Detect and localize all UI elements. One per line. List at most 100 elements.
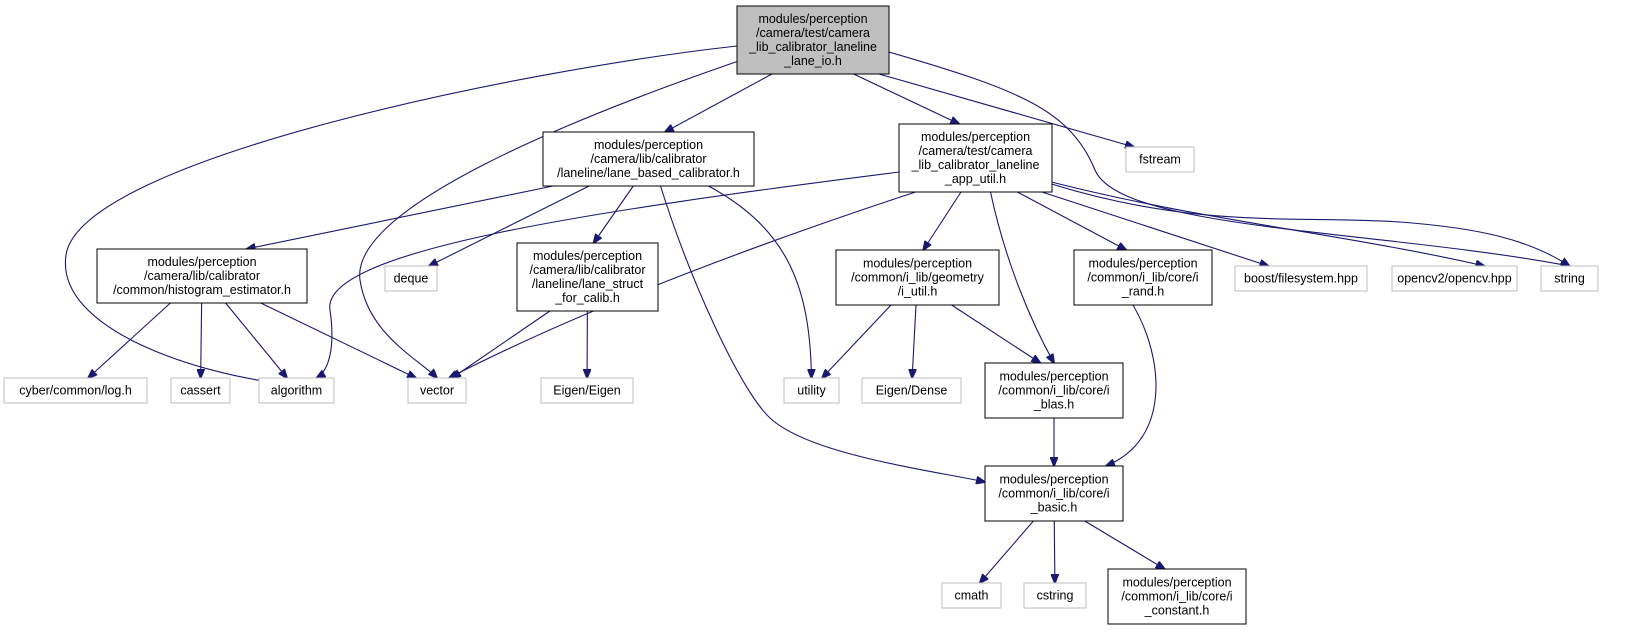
node-eigen: Eigen/Eigen [540,377,634,404]
node-label-line: _for_calib.h [554,291,620,305]
edge-i-util-to-i-blas [951,304,1041,363]
node-box [258,377,335,404]
edge-lane-struct-to-vector [452,310,551,378]
edge-root-to-vector [359,45,784,378]
node-label-line: modules/perception [1122,576,1231,590]
node-box [384,265,438,292]
node-label-line: opencv2/opencv.hpp [1397,272,1511,286]
edge-root-to-app-util [853,73,960,124]
node-i-util[interactable]: modules/perception/common/i_lib/geometry… [835,249,1000,306]
edge-histogram-estimator-to-vector [260,302,416,378]
node-lane-based-calibrator[interactable]: modules/perception/camera/lib/calibrator… [542,131,755,187]
node-label-line: utility [797,384,826,398]
node-box [984,362,1124,419]
node-label-line: cstring [1037,589,1074,603]
node-label-line: cyber/common/log.h [19,384,132,398]
edge-i-basic-to-cmath [980,520,1034,583]
edges-layer [65,45,1570,583]
node-label-line: modules/perception [758,12,867,26]
node-label-line: modules/perception [533,249,642,263]
node-label-line: Eigen/Dense [876,384,948,398]
node-cstring: cstring [1023,582,1087,609]
node-label-line: /camera/lib/calibrator [590,152,706,166]
node-string: string [1540,265,1599,292]
node-label-line: modules/perception [594,138,703,152]
node-histogram-estimator[interactable]: modules/perception/camera/lib/calibrator… [96,248,308,304]
node-label-line: /laneline/lane_based_calibrator.h [557,166,740,180]
node-label-line: _blas.h [1033,398,1074,412]
node-box [1023,582,1087,609]
node-label-line: modules/perception [999,473,1108,487]
node-label-line: modules/perception [1088,257,1197,271]
node-label-line: _lane_io.h [783,54,842,68]
node-label-line: cmath [954,589,988,603]
node-box [516,242,659,312]
node-eigen-dense: Eigen/Dense [861,377,962,404]
node-fstream: fstream [1125,146,1195,173]
edge-i-util-to-utility [822,304,892,378]
node-box [783,377,840,404]
edge-i-basic-to-cstring [1054,520,1055,583]
edge-histogram-estimator-to-log [88,302,171,378]
node-box [736,5,890,75]
node-label-line: cassert [180,384,221,398]
node-label-line: string [1554,272,1585,286]
edge-i-util-to-eigen-dense [912,304,916,378]
node-label-line: /common/i_lib/core/i [998,384,1109,398]
node-i-rand[interactable]: modules/perception/common/i_lib/core/i_r… [1073,249,1213,306]
node-box [1107,568,1247,625]
edge-i-rand-to-i-basic [1106,304,1157,466]
node-label-line: /common/i_lib/core/i [1087,271,1198,285]
node-box [898,123,1053,193]
node-label-line: modules/perception [921,130,1030,144]
node-box [1234,265,1368,292]
node-label-line: deque [394,272,429,286]
edge-app-util-to-opencv [1051,181,1485,266]
node-box [1391,265,1518,292]
node-label-line: vector [420,384,454,398]
edge-histogram-estimator-to-algorithm [225,302,287,378]
node-box [540,377,634,404]
node-label-line: /common/histogram_estimator.h [113,283,291,297]
node-label-line: boost/filesystem.hpp [1244,272,1358,286]
node-label-line: _constant.h [1144,604,1210,618]
edge-root-to-fstream [878,73,1134,147]
node-label-line: /laneline/lane_struct [532,277,644,291]
node-label-line: /camera/test/camera [756,26,870,40]
node-log: cyber/common/log.h [3,377,148,404]
node-boost-fs: boost/filesystem.hpp [1234,265,1368,292]
node-label-line: /common/i_lib/core/i [998,487,1109,501]
node-box [1125,146,1195,173]
edge-histogram-estimator-to-cassert [201,302,202,378]
node-root[interactable]: modules/perception/camera/test/camera_li… [736,5,890,75]
node-lane-struct[interactable]: modules/perception/camera/lib/calibrator… [516,242,659,312]
node-i-blas[interactable]: modules/perception/common/i_lib/core/i_b… [984,362,1124,419]
edge-lane-based-calibrator-to-i-basic [659,185,986,482]
edge-lane-based-calibrator-to-histogram-estimator [247,185,554,249]
node-label-line: _rand.h [1121,285,1164,299]
node-label-line: modules/perception [863,257,972,271]
edge-app-util-to-string [1051,183,1570,266]
node-i-constant[interactable]: modules/perception/common/i_lib/core/i_c… [1107,568,1247,625]
node-i-basic[interactable]: modules/perception/common/i_lib/core/i_b… [984,465,1124,522]
node-label-line: /common/i_lib/core/i [1121,590,1232,604]
node-box [170,377,231,404]
node-utility: utility [783,377,840,404]
node-box [835,249,1000,306]
edge-root-to-lane-based-calibrator [665,73,773,132]
node-label-line: fstream [1139,153,1181,167]
node-app-util[interactable]: modules/perception/camera/test/camera_li… [898,123,1053,193]
node-box [861,377,962,404]
node-cassert: cassert [170,377,231,404]
edge-lane-based-calibrator-to-lane-struct [594,185,634,243]
edge-app-util-to-i-blas [989,191,1055,363]
edge-app-util-to-vector [449,191,916,378]
node-box [542,131,755,187]
edge-app-util-to-i-util [923,191,962,250]
node-box [941,582,1002,609]
node-box [3,377,148,404]
node-label-line: /camera/test/camera [919,144,1033,158]
node-label-line: /common/i_lib/geometry [851,271,984,285]
node-box [984,465,1124,522]
